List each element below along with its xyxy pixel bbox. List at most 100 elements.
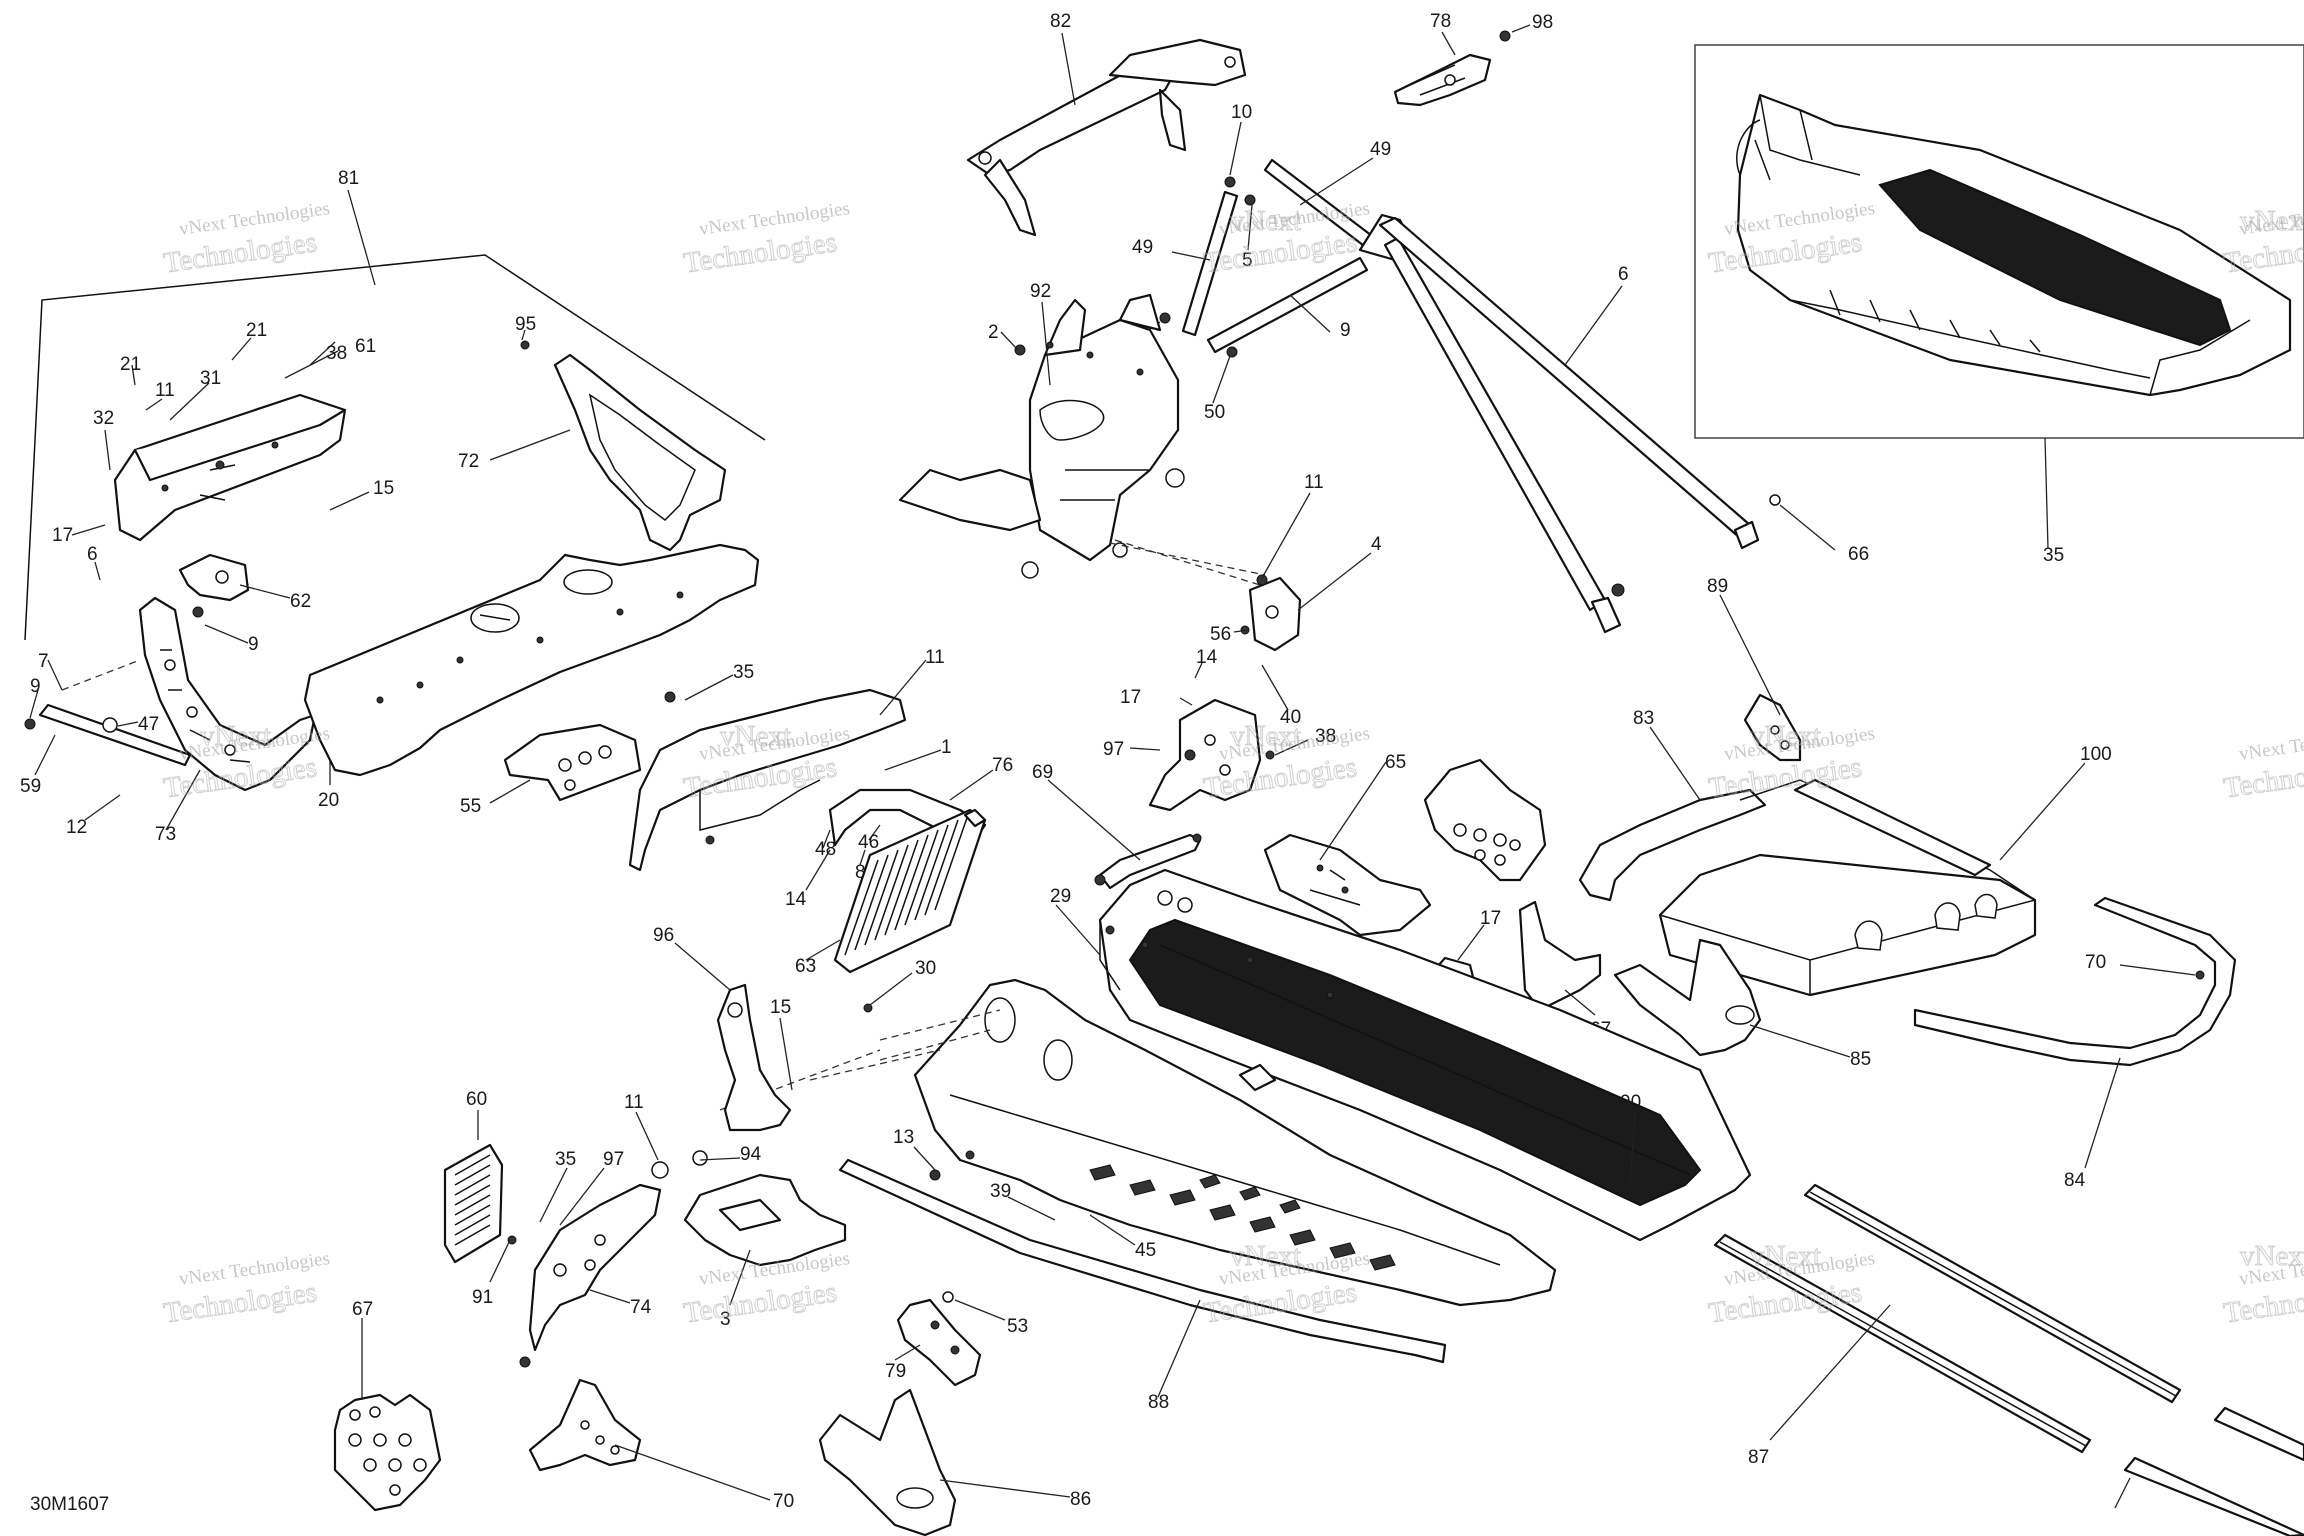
callout-13: 39 <box>990 1181 1011 1202</box>
part-72 <box>520 340 727 552</box>
callout-48: 48 <box>815 839 836 860</box>
part-67-upper <box>1423 758 1547 882</box>
callout-57: 17 <box>1480 908 1501 929</box>
callout-89: 83 <box>1633 708 1654 729</box>
callout-97-upper: 17 <box>1120 687 1141 708</box>
part-floor-panel <box>303 543 760 777</box>
watermark-overlay-3: vNext <box>1230 720 1301 752</box>
callout-77: 11 <box>925 647 945 668</box>
callout-88: 67 <box>352 1299 373 1320</box>
callout-2: 2 <box>988 322 999 343</box>
callout-45: 91 <box>472 1287 493 1308</box>
callout-14-left: 14 <box>785 889 807 910</box>
callout-60: 60 <box>466 1089 487 1110</box>
watermark-11: vNext Technologies Technologies <box>161 1248 331 1330</box>
callout-9-left: 9 <box>248 634 259 655</box>
callout-61: 61 <box>355 336 376 357</box>
callout-32: 32 <box>93 408 114 429</box>
callout-86: 87 <box>1748 1447 1769 1468</box>
callout-98: 98 <box>1532 12 1553 33</box>
part-65 <box>1263 833 1432 937</box>
part-51 <box>1518 900 1602 1012</box>
watermark-overlay-9: vNext <box>2240 205 2304 237</box>
callout-11-lower: 11 <box>624 1092 644 1113</box>
part-70-upper <box>1613 938 1762 1057</box>
callout-67-lower: 70 <box>773 1491 794 1512</box>
part-74 <box>683 1173 847 1267</box>
part-88 <box>333 1393 442 1512</box>
callout-65: 65 <box>1385 752 1406 773</box>
watermark-overlay-5: vNext <box>200 720 271 752</box>
callout-31: 31 <box>200 368 221 389</box>
part-66 <box>1358 213 1781 634</box>
watermark-overlay-4: vNext <box>1750 720 1821 752</box>
callout-76: 76 <box>992 755 1013 776</box>
callout-30: 30 <box>915 958 936 979</box>
part-53 <box>896 1298 982 1387</box>
callout-78: 78 <box>1430 11 1451 32</box>
callout-84: 90 <box>1620 1092 1641 1113</box>
callout-11-center: 35 <box>733 662 754 683</box>
callout-53: 79 <box>885 1361 906 1382</box>
callout-56: 4 <box>1371 534 1382 555</box>
callout-3: 53 <box>1007 1316 1028 1337</box>
callout-96: 96 <box>653 925 674 946</box>
part-61 <box>113 393 347 542</box>
watermark-1: vNext Technologies Technologies <box>161 198 331 280</box>
callout-81: 81 <box>338 168 359 189</box>
callout-50: 9 <box>1340 320 1351 341</box>
part-79 <box>838 1158 1447 1364</box>
callout-49-lower: 49 <box>1132 237 1153 258</box>
part-84-tunnel <box>1098 868 1752 1242</box>
part-bracket-35 <box>1148 698 1275 812</box>
watermark-10: vNext Technologies Technologies <box>2221 723 2304 805</box>
callout-14-mid: 56 <box>1210 624 1231 645</box>
callout-17-left: 17 <box>52 525 73 546</box>
watermark-overlay-1: vNext <box>1230 205 1301 237</box>
watermark-line1: vNext Technologies <box>2238 723 2304 765</box>
callout-97-lower: 97 <box>603 1149 624 1170</box>
part-63 <box>833 808 987 974</box>
callout-7: 7 <box>38 651 49 672</box>
callout-73: 73 <box>155 824 176 845</box>
callout-17-mid: 40 <box>1280 707 1301 728</box>
callout-72: 72 <box>458 451 479 472</box>
callout-59: 59 <box>20 776 41 797</box>
watermark-overlay-2: vNext <box>720 720 791 752</box>
callout-6-left: 6 <box>87 544 98 565</box>
callout-10: 10 <box>1231 102 1252 123</box>
part-82 <box>966 38 1247 237</box>
part-67-lower <box>528 1378 642 1472</box>
callout-49-upper: 49 <box>1370 139 1391 160</box>
callout-20: 20 <box>318 790 339 811</box>
part-59 <box>38 703 192 767</box>
callout-1: 1 <box>941 737 952 758</box>
callout-29: 29 <box>1050 886 1071 907</box>
part-67-small-bracket <box>1743 693 1802 762</box>
callout-15-lower: 15 <box>770 997 791 1018</box>
callout-47: 47 <box>138 714 159 735</box>
callout-21-right: 21 <box>246 320 267 341</box>
part-87-rails <box>2123 1406 2304 1536</box>
callout-85: 84 <box>2064 1170 2086 1191</box>
part-70-lower <box>818 1388 957 1536</box>
callout-5: 5 <box>1242 250 1253 271</box>
part-62 <box>178 553 250 618</box>
callout-38-mid: 97 <box>1103 739 1124 760</box>
callout-21-left: 21 <box>120 354 141 375</box>
watermark-overlay-7: vNext <box>1750 1240 1821 1272</box>
assembled-view-inset <box>1694 44 2304 439</box>
callout-40: 14 <box>1196 647 1218 668</box>
part-78 <box>1393 30 1511 107</box>
callout-82: 82 <box>1050 11 1071 32</box>
callout-63: 63 <box>795 956 816 977</box>
part-96 <box>716 983 792 1132</box>
callout-70-lower: 86 <box>1070 1489 1091 1510</box>
callout-11-strut: 66 <box>1848 544 1869 565</box>
part-77 <box>628 688 907 872</box>
callout-92: 92 <box>1030 281 1051 302</box>
callout-67-upper: 89 <box>1707 576 1728 597</box>
callout-38-left: 38 <box>326 343 347 364</box>
callout-8: 8 <box>855 862 866 883</box>
